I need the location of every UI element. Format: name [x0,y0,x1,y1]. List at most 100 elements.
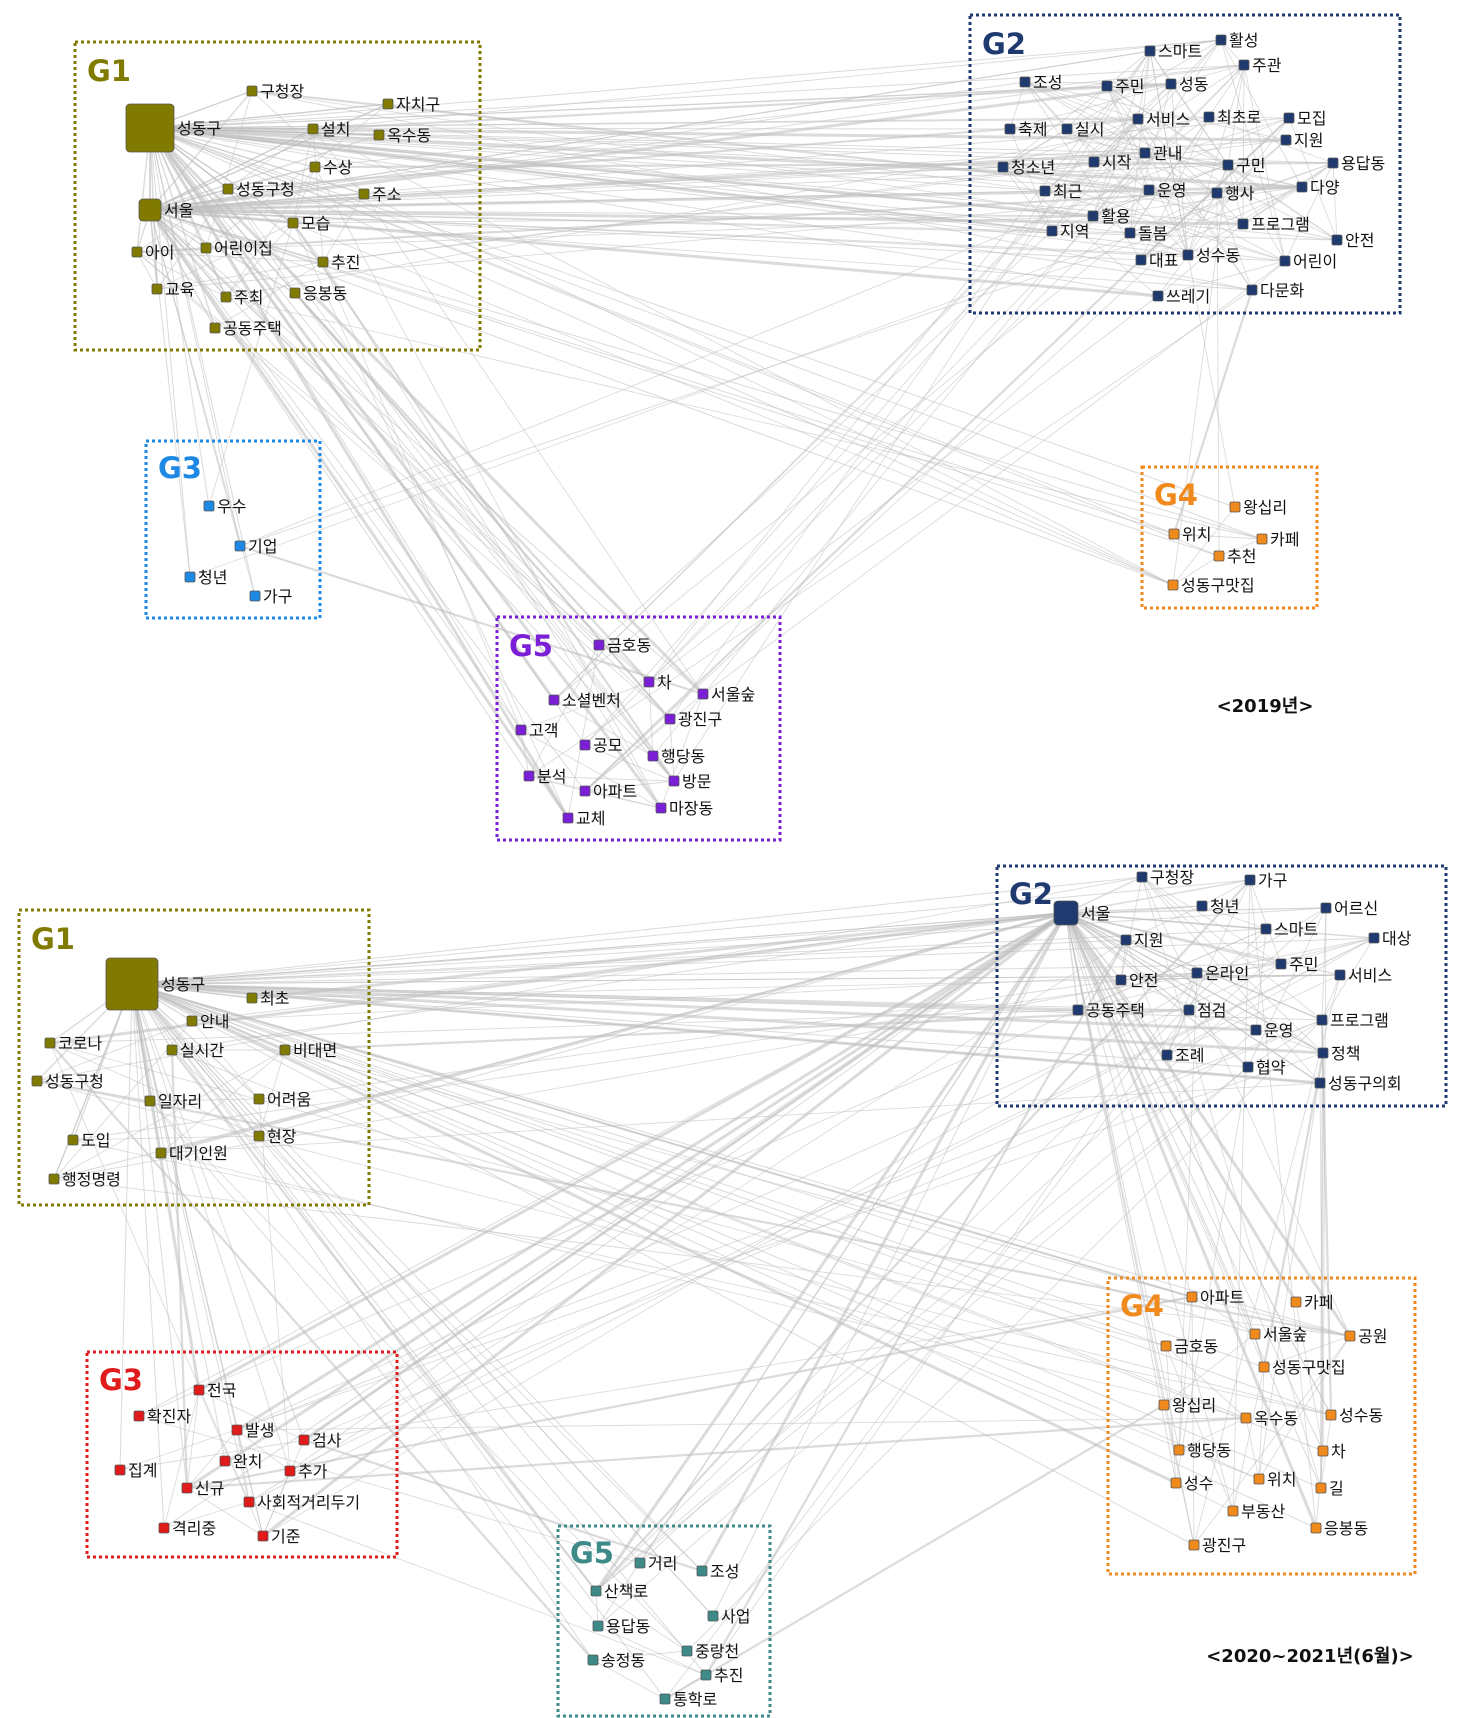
edge [1193,1335,1351,1546]
edge [1208,116,1290,119]
node-marker [155,1147,167,1159]
edge [131,879,1251,985]
node-marker [48,1173,60,1185]
edge [131,983,1322,1489]
edge [314,166,662,809]
network-edges [36,39,1375,1700]
edge [148,209,570,819]
node-marker [1256,533,1268,545]
edge [49,1042,250,1503]
edge [149,127,586,746]
edge [131,983,1195,1546]
node-label: 용답동 [606,1617,650,1636]
edge [1188,1009,1249,1068]
node-label: 성동구청 [45,1072,104,1091]
node-marker [220,291,232,303]
node-label: 기준 [271,1527,300,1546]
edge [312,39,1222,130]
edge [597,1066,1249,1627]
node-marker [284,1465,296,1477]
node-label: 우수 [217,497,246,516]
edge [136,188,229,253]
edge [1129,192,1218,234]
edge [712,912,1067,1617]
edge [1321,974,1341,1021]
edge [1141,876,1324,1054]
edge [205,103,389,249]
node-label: 성동구맛집 [1272,1358,1346,1377]
node-marker [1191,967,1203,979]
node-marker [1314,1077,1326,1089]
edge [322,261,662,809]
edge [49,1042,260,1137]
node-marker [234,540,246,552]
node-label: 어린이 [1293,252,1337,271]
edge [156,188,229,290]
node-label: 공모 [593,736,622,755]
node-marker [1135,254,1147,266]
edge [1137,118,1253,291]
edge [1051,116,1210,232]
edge [1262,1052,1325,1368]
edge [673,50,1151,782]
edge [312,128,324,263]
edge [1173,533,1263,540]
edge [227,188,294,224]
node-label: 다문화 [1260,281,1304,300]
node-marker [44,1037,56,1049]
edge [1280,937,1375,965]
node-label: 광진구 [678,710,722,729]
edge [186,1487,264,1537]
edge [584,189,1150,746]
node-marker [1253,1473,1265,1485]
edge [1170,83,1229,166]
edge [171,1049,1260,1480]
node-label: 공원 [1358,1327,1387,1346]
node-marker [1019,76,1031,88]
edge [1149,39,1222,52]
node-label: 아파트 [593,782,637,801]
edge [1175,1482,1234,1512]
node-label: 다양 [1310,178,1340,197]
node-label: 공동주택 [1086,1001,1145,1020]
node-label: 분석 [537,767,566,786]
node-marker [209,322,221,334]
node-label: 성수 [1184,1474,1213,1493]
node-label: 돌봄 [1138,224,1167,243]
edge [1044,118,1139,192]
edge [1002,166,1303,188]
node-label: 차 [1331,1442,1346,1461]
node-marker [317,256,329,268]
node-label: 비대면 [293,1041,337,1060]
edge [186,1389,200,1489]
node-label: 성동구 [177,119,221,138]
node-label: 추가 [298,1462,328,1481]
edge [149,209,586,792]
edge [160,1082,1321,1154]
edge [149,134,380,211]
node-label: 성동 [1179,75,1208,94]
node-marker [1331,234,1343,246]
edge [149,209,1286,262]
edge [131,907,1327,985]
edge [214,261,324,329]
group-label: G4 [1120,1289,1164,1323]
edge [314,64,1245,168]
edge [669,50,1151,720]
edge [149,127,1150,191]
node-label: 안전 [1345,231,1374,250]
edge [1178,972,1198,1451]
edge [1009,128,1229,166]
edge [1066,85,1108,130]
edge [1125,939,1168,1056]
edge [53,1049,286,1180]
edge [669,718,675,782]
node-marker [1004,123,1016,135]
edge [170,1049,189,1489]
edge [664,1674,707,1700]
node-marker [184,571,196,583]
node-marker [1203,111,1215,123]
node-marker [1170,1477,1182,1489]
node-marker [1152,290,1164,302]
